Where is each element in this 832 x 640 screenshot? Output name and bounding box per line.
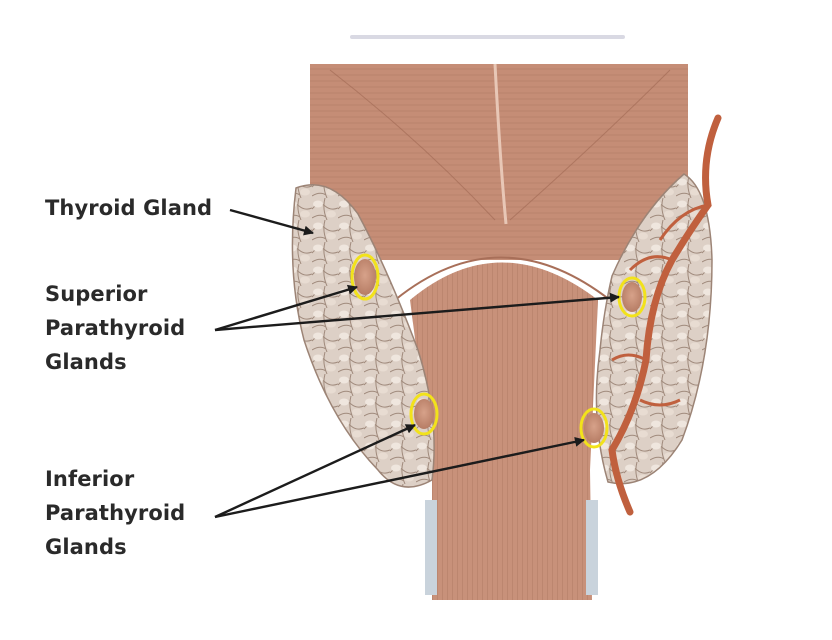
inferior-parathyroid-right <box>579 407 609 449</box>
inferior-line-3: Glands <box>45 535 127 559</box>
thyroid-lobe-right <box>595 114 722 516</box>
superior-parathyroid-right <box>617 276 647 318</box>
superior-line-3: Glands <box>45 350 127 374</box>
superior-line-2: Parathyroid <box>45 316 186 340</box>
pointer-superior-left <box>214 284 358 332</box>
superior-parathyroid-label: Superior Parathyroid Glands <box>45 277 185 379</box>
pointer-inferior-right <box>214 436 585 519</box>
inferior-parathyroid-left <box>409 392 439 436</box>
inferior-parathyroid-label: Inferior Parathyroid Glands <box>45 462 185 564</box>
pointer-lines <box>214 208 620 519</box>
pointer-thyroid <box>229 208 314 236</box>
pointer-superior-right <box>214 292 620 332</box>
esophagus <box>300 256 720 630</box>
thyroid-gland-label: Thyroid Gland <box>45 191 212 225</box>
superior-parathyroid-left <box>350 253 380 301</box>
faint-caption <box>350 35 625 39</box>
thyroid-gland-text: Thyroid Gland <box>45 196 213 220</box>
thyroid-lobe-left <box>291 184 435 488</box>
inferior-line-2: Parathyroid <box>45 501 186 525</box>
pharynx-muscle <box>310 63 688 260</box>
superior-line-1: Superior <box>45 282 148 306</box>
inferior-line-1: Inferior <box>45 467 135 491</box>
blood-vessel <box>608 114 722 516</box>
pointer-inferior-left <box>214 423 416 519</box>
